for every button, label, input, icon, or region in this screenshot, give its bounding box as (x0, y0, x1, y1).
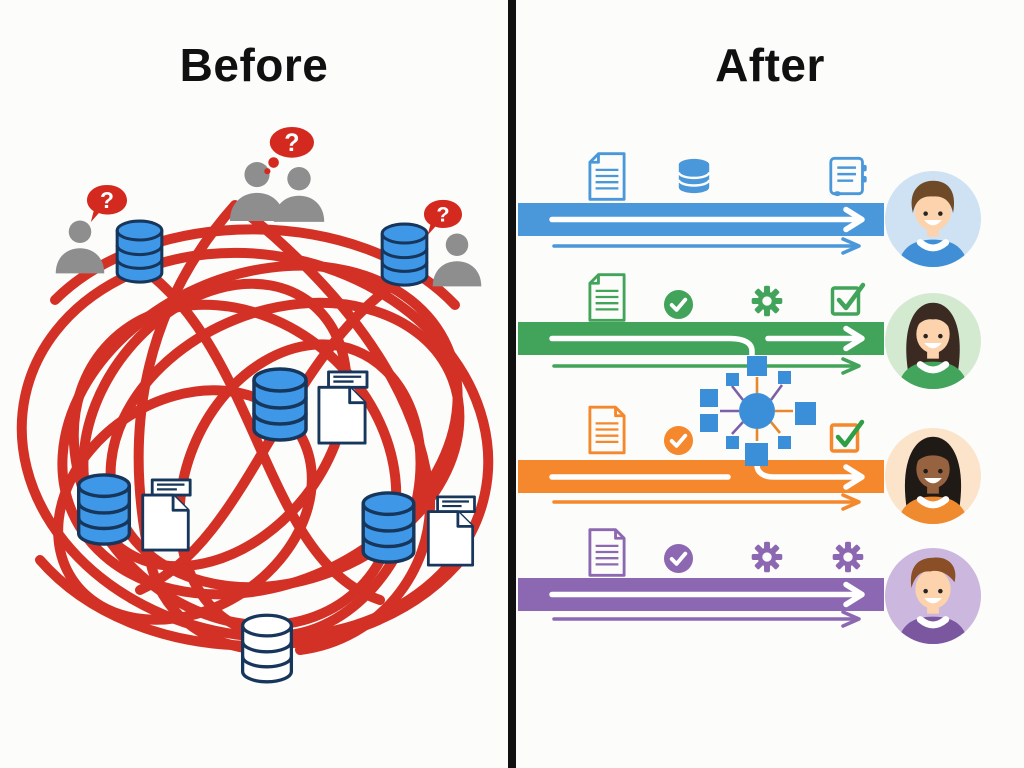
gear-icon (750, 540, 784, 574)
question-bubble-right (424, 199, 462, 236)
before-diagram: ? ? (16, 126, 494, 684)
people-pair (229, 162, 325, 222)
database-blue-2 (380, 222, 429, 287)
gear-icon (831, 540, 865, 574)
question-bubble-left (87, 184, 127, 223)
document-icon (588, 526, 626, 579)
database-blue-4 (76, 473, 132, 546)
document-1 (317, 370, 369, 445)
database-white (240, 613, 294, 684)
database-blue-1 (115, 219, 164, 284)
thought-bubble-question (264, 126, 314, 175)
flow-band-purple (518, 578, 884, 628)
database-blue-5 (361, 491, 416, 564)
confused-person-right (432, 233, 482, 287)
panel-divider (508, 0, 516, 768)
confused-person-pair-left (229, 162, 285, 221)
before-title: Before (179, 39, 329, 91)
right-panel: After (516, 0, 1024, 768)
document-3 (426, 495, 476, 567)
after-title: After (715, 39, 825, 91)
tangled-lines (16, 200, 494, 655)
database-blue-3 (252, 367, 308, 442)
avatar-purple-user (884, 547, 982, 645)
check-circle-icon (663, 543, 694, 574)
confused-person-pair-right (273, 167, 325, 222)
confused-person-left (55, 220, 105, 274)
flow-row-purple (516, 0, 1024, 768)
document-2 (141, 478, 192, 552)
left-panel: Before (0, 0, 508, 768)
